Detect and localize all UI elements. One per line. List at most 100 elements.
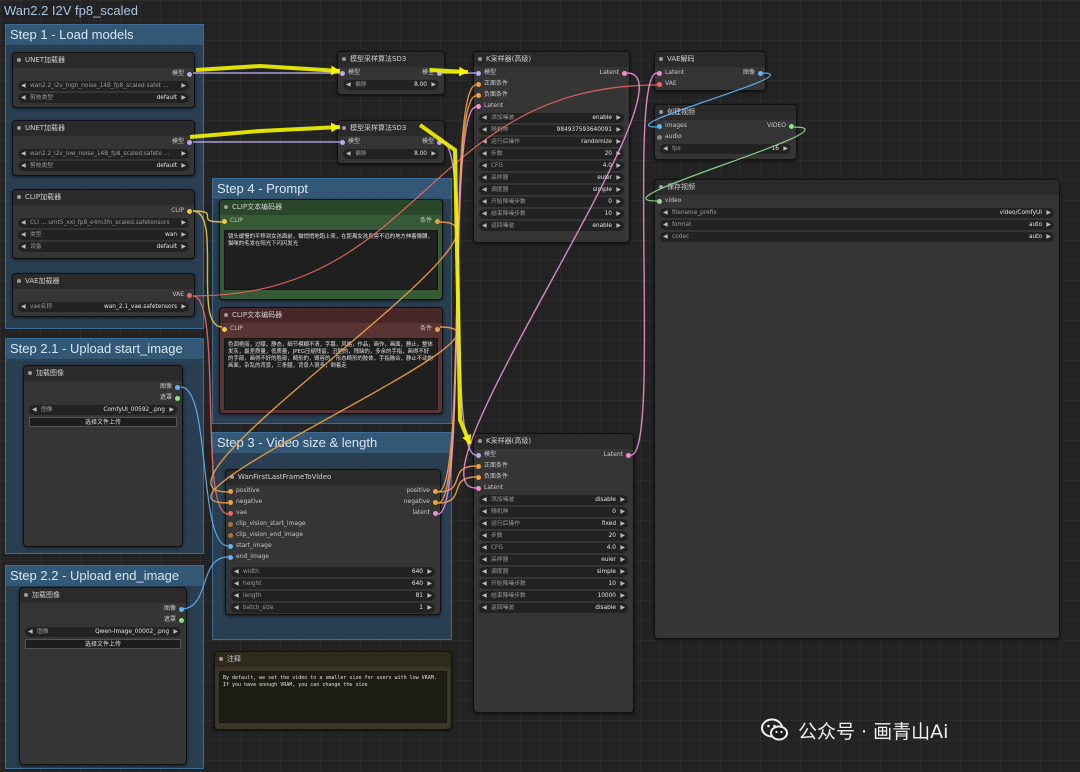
input-dot[interactable] <box>222 326 227 332</box>
output-dot[interactable] <box>758 70 763 76</box>
slot-dot[interactable] <box>175 395 180 401</box>
arrow-right-icon[interactable]: ▶ <box>616 138 621 145</box>
arrow-left-icon[interactable]: ◀ <box>482 138 487 145</box>
input-slot-video[interactable]: video <box>655 195 1059 206</box>
node-title[interactable]: CLIP文本编码器 <box>220 200 442 215</box>
arrow-left-icon[interactable]: ◀ <box>482 532 487 539</box>
negative-prompt-textarea[interactable]: 色调艳丽，过曝，静态，细节模糊不清，字幕，风格，作品，画作，画面，静止，整体发灰… <box>224 338 438 410</box>
node-title[interactable]: 加载图像 <box>24 366 182 381</box>
unet-name-select[interactable]: ◀wan2.2_i2v_low_noise_14B_fp8_scaled.saf… <box>18 149 189 159</box>
arrow-right-icon[interactable]: ▶ <box>616 162 621 169</box>
arrow-left-icon[interactable]: ◀ <box>482 556 487 563</box>
arrow-left-icon[interactable]: ◀ <box>234 580 239 587</box>
input-dot[interactable] <box>476 463 481 469</box>
node-title[interactable]: 注释 <box>215 652 451 667</box>
arrow-left-icon[interactable]: ◀ <box>482 210 487 217</box>
arrow-right-icon[interactable]: ▶ <box>427 568 432 575</box>
arrow-right-icon[interactable]: ▶ <box>181 94 186 101</box>
arrow-right-icon[interactable]: ▶ <box>620 520 625 527</box>
arrow-left-icon[interactable]: ◀ <box>482 174 487 181</box>
arrow-left-icon[interactable]: ◀ <box>32 406 37 413</box>
input-dot[interactable] <box>228 532 233 538</box>
arrow-left-icon[interactable]: ◀ <box>482 126 487 133</box>
arrow-right-icon[interactable]: ▶ <box>181 243 186 250</box>
input-dot[interactable] <box>476 103 481 109</box>
input-dot[interactable] <box>228 499 233 505</box>
arrow-right-icon[interactable]: ▶ <box>620 568 625 575</box>
node-title[interactable]: 模型采样算法SD3 <box>338 52 444 67</box>
node-title[interactable]: CLIP加载器 <box>13 190 194 205</box>
output-slot-positive[interactable]: positive <box>360 485 440 496</box>
arrow-left-icon[interactable]: ◀ <box>482 222 487 229</box>
arrow-left-icon[interactable]: ◀ <box>21 162 26 169</box>
input-slot-vae[interactable]: vae <box>226 507 356 518</box>
arrow-right-icon[interactable]: ▶ <box>1046 209 1051 216</box>
arrow-right-icon[interactable]: ▶ <box>427 580 432 587</box>
output-slot-negative[interactable]: negative <box>360 496 440 507</box>
arrow-right-icon[interactable]: ▶ <box>620 556 625 563</box>
input-dot[interactable] <box>228 488 233 494</box>
ksampler-advanced-node-2[interactable]: K采样器(高级) 模型 Latent 正面条件 负面条件 Latent ◀添加噪… <box>473 433 634 713</box>
arrow-right-icon[interactable]: ▶ <box>616 210 621 217</box>
arrow-right-icon[interactable]: ▶ <box>427 604 432 611</box>
clip-loader-node[interactable]: CLIP加载器 CLIP ◀CLI ... umt5_xxl_fp8_e4m3f… <box>12 189 195 259</box>
node-title[interactable]: 加载图像 <box>20 588 186 603</box>
unet-loader-node-2[interactable]: UNET加载器 模型 ◀wan2.2_i2v_low_noise_14B_fp8… <box>12 120 195 176</box>
slot-dot[interactable] <box>179 617 184 623</box>
arrow-left-icon[interactable]: ◀ <box>663 233 668 240</box>
note-textarea[interactable]: By default, we set the video to a smalle… <box>219 671 447 723</box>
input-slot-clip-vision-end-image[interactable]: clip_vision_end_image <box>226 529 356 540</box>
slot-dot[interactable] <box>187 208 192 214</box>
input-slot-positive[interactable]: positive <box>226 485 356 496</box>
node-title[interactable]: VAE加载器 <box>13 274 194 289</box>
arrow-left-icon[interactable]: ◀ <box>234 604 239 611</box>
arrow-left-icon[interactable]: ◀ <box>482 580 487 587</box>
node-title[interactable]: VAE解码 <box>655 52 765 67</box>
output-dot[interactable] <box>626 452 631 458</box>
output-slot-latent[interactable]: latent <box>360 507 440 518</box>
input-dot[interactable] <box>657 134 662 140</box>
slot-row-clip[interactable]: CLIP 条件 <box>220 323 442 334</box>
arrow-left-icon[interactable]: ◀ <box>482 568 487 575</box>
arrow-right-icon[interactable]: ▶ <box>620 496 625 503</box>
output-dot[interactable] <box>789 123 794 129</box>
arrow-left-icon[interactable]: ◀ <box>482 604 487 611</box>
output-slot-model[interactable]: 模型 <box>13 68 194 79</box>
arrow-left-icon[interactable]: ◀ <box>663 209 668 216</box>
input-dot[interactable] <box>657 123 662 129</box>
slot-row-clip[interactable]: CLIP 条件 <box>220 215 442 226</box>
arrow-right-icon[interactable]: ▶ <box>620 544 625 551</box>
arrow-left-icon[interactable]: ◀ <box>346 81 351 88</box>
input-slot-positive[interactable]: 正面条件 <box>474 78 629 89</box>
arrow-right-icon[interactable]: ▶ <box>616 114 621 121</box>
output-dot[interactable] <box>433 488 438 494</box>
arrow-left-icon[interactable]: ◀ <box>21 303 26 310</box>
arrow-right-icon[interactable]: ▶ <box>620 532 625 539</box>
output-dot[interactable] <box>622 70 627 76</box>
input-dot[interactable] <box>476 81 481 87</box>
unet-loader-node-1[interactable]: UNET加载器 模型 ◀wan2.2_i2v_high_noise_14B_fp… <box>12 52 195 108</box>
input-slot-start-image[interactable]: start_image <box>226 540 356 551</box>
input-slot-latent[interactable]: Latent <box>474 482 633 493</box>
arrow-left-icon[interactable]: ◀ <box>663 145 668 152</box>
node-title[interactable]: K采样器(高级) <box>474 434 633 449</box>
arrow-right-icon[interactable]: ▶ <box>616 150 621 157</box>
arrow-right-icon[interactable]: ▶ <box>616 186 621 193</box>
clip-text-encode-negative-node[interactable]: CLIP文本编码器 CLIP 条件 色调艳丽，过曝，静态，细节模糊不清，字幕，风… <box>219 307 443 414</box>
arrow-left-icon[interactable]: ◀ <box>482 186 487 193</box>
